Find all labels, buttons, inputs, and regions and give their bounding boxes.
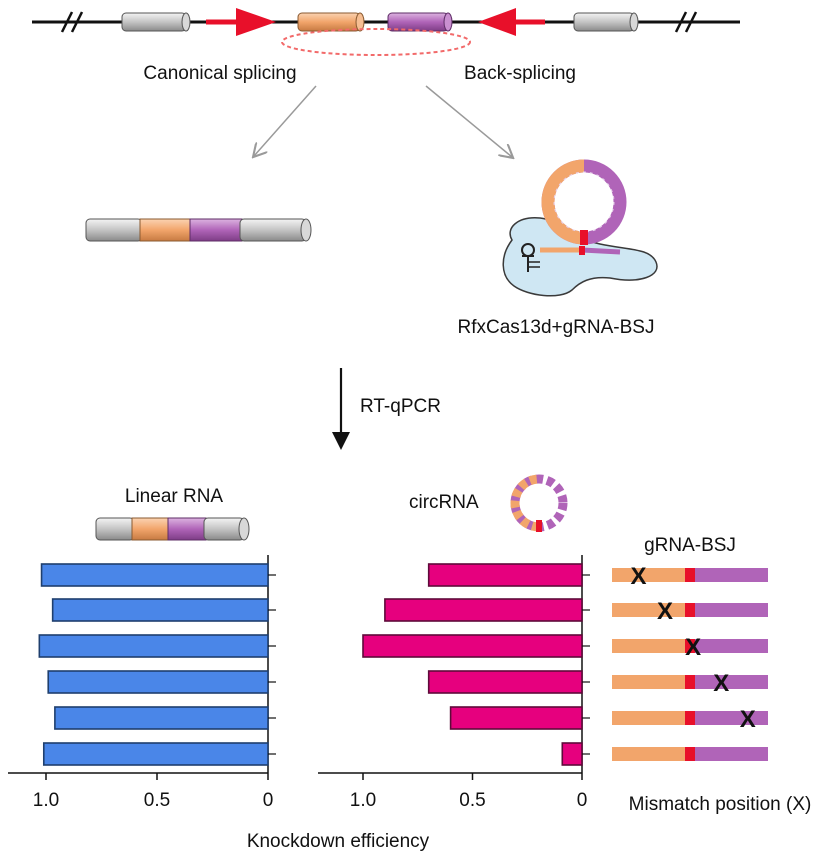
- circ-x-tick-label: 0: [577, 790, 588, 811]
- mismatch-x-mark: X: [740, 706, 756, 733]
- circ-bar: [427, 670, 583, 694]
- rt-qpcr-arrow: [332, 368, 350, 450]
- exon-orange: [297, 12, 365, 32]
- grna-orange-segment: [612, 711, 690, 725]
- linear-rna-product: [85, 218, 312, 242]
- mismatch-x-mark: X: [713, 670, 729, 697]
- grna-bsj-title: gRNA-BSJ: [644, 535, 736, 556]
- arrow-back-splicing: [425, 85, 512, 157]
- break-mark-right: [674, 11, 698, 33]
- circ-bar: [449, 706, 583, 730]
- inverted-repeat-arrow-left: [206, 8, 276, 36]
- grna-purple-segment: [690, 603, 768, 617]
- circrna-bar-chart: 1.0 0.5 0: [318, 555, 590, 811]
- grna-junction-mark: [685, 675, 695, 689]
- cas13d-complex: [502, 159, 658, 297]
- linear-x-tick-label: 1.0: [33, 790, 59, 811]
- linear-x-tick-label: 0: [263, 790, 274, 811]
- grna-junction-mark: [685, 568, 695, 582]
- arrow-canonical: [254, 85, 317, 156]
- linear-bar: [47, 670, 269, 694]
- linear-rna-icon: [95, 517, 250, 541]
- linear-rna-bar-chart: 1.0 0.5 0: [8, 555, 276, 811]
- genomic-locus: [32, 8, 740, 56]
- break-mark-left: [60, 11, 84, 33]
- circ-bar: [362, 634, 583, 658]
- circ-x-tick-label: 1.0: [350, 790, 376, 811]
- grna-orange-segment: [612, 639, 690, 653]
- linear-bar: [51, 598, 269, 622]
- circ-bar: [561, 742, 583, 766]
- mismatch-x-mark: X: [631, 563, 647, 590]
- back-splice-loop: [281, 28, 471, 56]
- grna-orange-segment: [612, 675, 690, 689]
- linear-x-tick-label: 0.5: [144, 790, 170, 811]
- label-back-splicing: Back-splicing: [464, 63, 576, 84]
- grna-junction-mark: [685, 711, 695, 725]
- linear-bar: [54, 706, 269, 730]
- inverted-repeat-arrow-right: [478, 8, 545, 36]
- grna-orange-segment: [612, 603, 690, 617]
- linear-bar: [40, 563, 269, 587]
- mismatch-position-label: Mismatch position (X): [629, 794, 812, 815]
- circ-bar: [384, 598, 583, 622]
- label-rt-qpcr: RT-qPCR: [360, 396, 441, 417]
- grna-purple-segment: [690, 747, 768, 761]
- circ-bar: [427, 563, 583, 587]
- grna-orange-segment: [612, 568, 690, 582]
- x-axis-label: Knockdown efficiency: [247, 831, 430, 852]
- linear-bar: [38, 634, 269, 658]
- mismatch-x-mark: X: [657, 598, 673, 625]
- exon-gray-left: [121, 12, 191, 32]
- circ-x-tick-label: 0.5: [459, 790, 485, 811]
- linear-bar: [42, 742, 269, 766]
- grna-orange-segment: [612, 747, 690, 761]
- grna-junction-mark: [685, 603, 695, 617]
- grna-purple-segment: [690, 568, 768, 582]
- circrna-title: circRNA: [409, 492, 479, 513]
- mismatch-x-mark: X: [685, 634, 701, 661]
- grna-purple-segment: [690, 675, 768, 689]
- grna-purple-segment: [690, 711, 768, 725]
- exon-gray-right: [573, 12, 639, 32]
- circrna-icon: [510, 474, 568, 532]
- exon-purple: [387, 12, 453, 32]
- label-cas13d-complex: RfxCas13d+gRNA-BSJ: [458, 317, 655, 338]
- linear-rna-title: Linear RNA: [125, 486, 224, 507]
- grna-purple-segment: [690, 639, 768, 653]
- grna-junction-mark: [685, 747, 695, 761]
- label-canonical-splicing: Canonical splicing: [143, 63, 296, 84]
- grna-junction-mark: [685, 639, 695, 653]
